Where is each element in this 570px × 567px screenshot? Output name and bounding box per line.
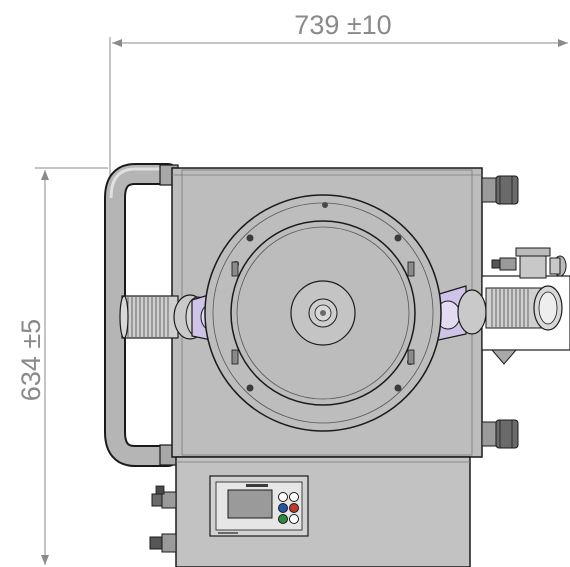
panel-button-6 bbox=[289, 514, 299, 524]
handle bbox=[104, 163, 179, 467]
panel-button-1 bbox=[278, 492, 288, 502]
panel-button-red bbox=[289, 503, 299, 513]
panel-button-blue bbox=[278, 503, 288, 513]
caster-bottom bbox=[481, 419, 519, 449]
panel-button-green bbox=[278, 514, 288, 524]
width-label: 739 ±10 bbox=[294, 10, 391, 40]
panel-button-2 bbox=[289, 492, 299, 502]
top-valve bbox=[491, 247, 567, 279]
lid-assembly bbox=[204, 194, 442, 432]
width-dimension: 739 ±10 bbox=[109, 10, 568, 185]
left-fittings bbox=[149, 485, 177, 553]
height-dimension: 634 ±5 bbox=[16, 167, 108, 565]
height-label: 634 ±5 bbox=[16, 319, 46, 401]
control-panel bbox=[209, 475, 309, 537]
right-outlet-pipe bbox=[419, 275, 570, 365]
lcd-display bbox=[227, 489, 273, 519]
caster-top bbox=[481, 175, 519, 205]
